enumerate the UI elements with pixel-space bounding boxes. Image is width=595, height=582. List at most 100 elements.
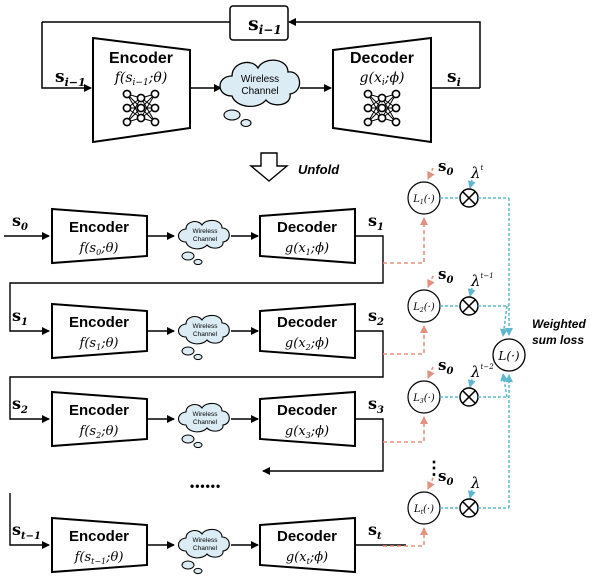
row-channel-text-1: Wireless [193,323,219,330]
row-decoder-block [259,207,356,265]
row-input-label: s0 [12,211,28,233]
weighted-sum-loss-label: L(·) [497,349,519,363]
multiply-icon [459,498,479,518]
row-decoder-formula: g(xt;ϕ) [286,550,328,566]
row-decoder-formula: g(x1;ϕ) [285,241,329,257]
weighted-sum-loss-node [492,338,526,372]
row-decoder-block [259,390,356,448]
top-decoder-block [332,36,432,144]
row-input-label: st−1 [12,520,41,542]
loss-input-dashed [383,217,428,264]
loss-s0-arrow [427,275,435,288]
loss-s0-label: s0 [438,265,453,286]
loss-input-dashed [383,416,428,443]
top-wireless-channel-cloud: Wireless Channel [219,59,301,128]
feedback-line [288,18,481,88]
row-encoder-formula: f(s1;θ) [79,336,119,352]
multiply-icon [459,387,479,407]
row-decoder-formula: g(x3;ϕ) [285,424,329,440]
loss-node-label: L3(·) [412,393,435,405]
top-decoder-formula: g(xi;ϕ) [360,70,405,88]
row-decoder-formula: g(x2;ϕ) [285,336,329,352]
loss-weight-label: λ [470,474,481,492]
row-output-label: st [368,520,382,542]
row-output-label: s3 [368,394,384,416]
top-encoder-block [92,36,191,144]
row-channel-text-2: Channel [193,419,218,426]
top-decoder-title: Decoder [350,50,414,67]
loss-s0-arrow [427,366,435,379]
weight-arrow [467,378,476,388]
top-decoder-nn-icon [363,89,401,127]
top-channel-text-2: Channel [241,86,278,97]
feedback-line-down [41,22,92,92]
loss-node-label: L1(·) [412,194,435,206]
loss-weight-label: λt−2 [470,363,494,381]
row-encoder-formula: f(st−1;θ) [74,550,124,566]
row-output-label: s1 [368,211,384,233]
row-output-label: s2 [368,306,384,328]
loss-input-dashed [383,527,428,547]
row-decoder-title: Decoder [277,314,337,331]
top-encoder-nn-icon [122,89,160,127]
row-encoder-title: Encoder [69,528,129,545]
row-channel-text-2: Channel [193,545,218,552]
loss-s0-arrow [427,477,435,490]
loss-s0-label: s0 [438,467,453,488]
top-channel-text-1: Wireless [241,74,279,85]
row-channel-text-2: Channel [193,236,218,243]
row-channel-text-2: Channel [193,331,218,338]
multiply-icon [459,296,479,316]
sum-bus [499,198,513,508]
row-encoder-formula: f(s0;θ) [79,241,119,257]
row-decoder-title: Decoder [277,219,337,236]
loss-s0-label: s0 [438,157,453,178]
loss-node-label: L2(·) [412,302,435,314]
loss-input-dashed [383,325,428,355]
loss-weight-label: λt [470,164,484,182]
loss-node-label: Lt(·) [413,504,434,516]
row-encoder-title: Encoder [69,219,129,236]
row-encoder-block [51,390,148,448]
weight-arrow [467,287,476,297]
vertical-dots: ⋮ [425,458,443,478]
row-channel-text-1: Wireless [193,228,219,235]
weight-arrow [467,489,476,499]
row-decoder-block [259,302,356,360]
row-input-label: s2 [12,394,28,416]
row-encoder-block [51,302,148,360]
multiply-icon [459,188,479,208]
row-encoder-formula: f(s2;θ) [79,424,119,440]
unfold-arrow [249,152,289,182]
row-decoder-block [259,516,356,574]
weighted-sum-caption-1: Weighted [532,317,586,331]
loss-weight-label: λt−1 [470,272,494,290]
loss-s0-label: s0 [438,356,453,377]
feedback-state-box [229,5,289,41]
row-encoder-title: Encoder [69,402,129,419]
row-encoder-block [51,516,148,574]
unfold-label: Unfold [298,162,340,177]
row-decoder-title: Decoder [277,528,337,545]
row-encoder-block [51,207,148,265]
weighted-sum-caption-2: sum loss [532,333,584,347]
row-decoder-title: Decoder [277,402,337,419]
feedback-state-label: si−1 [248,13,282,37]
top-encoder-formula: f(si−1;θ) [114,70,168,88]
row-input-label: s1 [12,306,28,328]
loss-s0-arrow [427,167,435,180]
top-encoder-title: Encoder [109,50,173,67]
top-section: si−1 si−1 Encoder f(si−1;θ) Wireless Cha… [41,5,481,144]
